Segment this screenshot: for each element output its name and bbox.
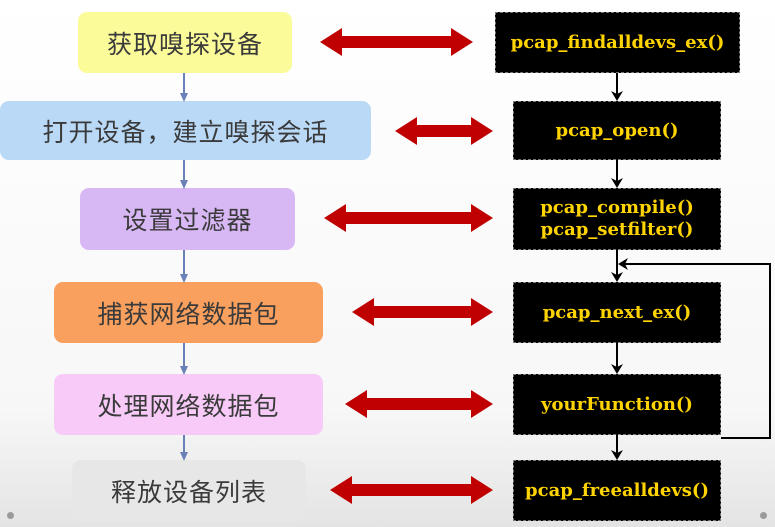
step-set-filter: 设置过滤器 <box>80 188 295 250</box>
fn-setfilter-label: pcap_setfilter() <box>540 219 694 240</box>
link-arrow-3 <box>324 204 493 232</box>
link-arrow-1 <box>320 28 473 56</box>
fn-freealldevs-label: pcap_freealldevs() <box>525 479 709 501</box>
link-arrow-5 <box>345 390 493 418</box>
fn-findalldevs-label: pcap_findalldevs_ex() <box>510 31 725 53</box>
fn-freealldevs: pcap_freealldevs() <box>513 460 721 521</box>
fn-compile-label: pcap_compile() <box>540 197 694 218</box>
double-arrow-icon <box>352 298 493 326</box>
step-process-packets: 处理网络数据包 <box>54 374 323 435</box>
double-arrow-icon <box>395 117 493 145</box>
fn-findalldevs: pcap_findalldevs_ex() <box>495 12 740 73</box>
step-open-session: 打开设备，建立嗅探会话 <box>0 101 371 160</box>
double-arrow-icon <box>330 476 493 504</box>
fn-your-function: yourFunction() <box>513 374 721 435</box>
step-process-packets-label: 处理网络数据包 <box>97 391 280 421</box>
step-get-devices: 获取嗅探设备 <box>78 12 292 73</box>
step-capture-packets-label: 捕获网络数据包 <box>97 299 280 329</box>
double-arrow-icon <box>324 204 493 232</box>
fn-next-ex: pcap_next_ex() <box>513 282 721 343</box>
double-arrow-icon <box>345 390 493 418</box>
step-free-devices: 释放设备列表 <box>72 460 306 521</box>
step-capture-packets: 捕获网络数据包 <box>54 282 323 343</box>
link-arrow-2 <box>395 117 493 145</box>
step-open-session-label: 打开设备，建立嗅探会话 <box>42 117 329 147</box>
fn-your-function-label: yourFunction() <box>541 393 693 415</box>
step-free-devices-label: 释放设备列表 <box>110 477 267 507</box>
double-arrow-icon <box>320 28 473 56</box>
fn-next-ex-label: pcap_next_ex() <box>542 301 692 323</box>
loop-back-arrow-icon <box>618 258 771 439</box>
step-set-filter-label: 设置过滤器 <box>122 206 253 235</box>
fn-open: pcap_open() <box>513 101 721 160</box>
fn-open-label: pcap_open() <box>555 119 679 141</box>
slide-corner-dot <box>760 512 767 519</box>
fn-compile-setfilter: pcap_compile() pcap_setfilter() <box>513 188 721 250</box>
link-arrow-6 <box>330 476 493 504</box>
slide-corner-dot <box>7 512 14 519</box>
step-get-devices-label: 获取嗅探设备 <box>106 29 263 59</box>
link-arrow-4 <box>352 298 493 326</box>
